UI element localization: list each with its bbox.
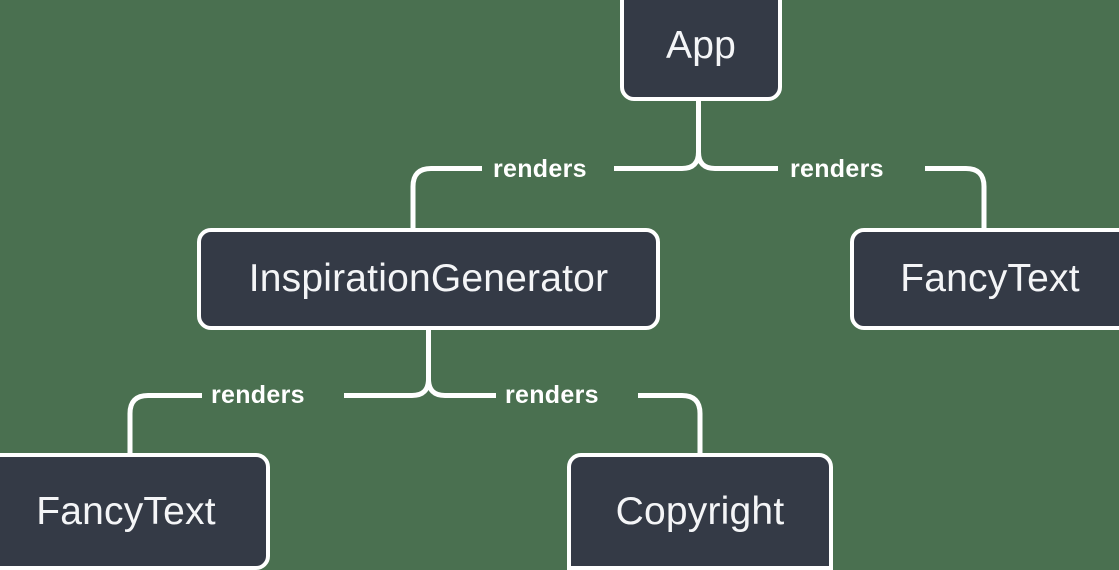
edge-label-inspiration-to-fancytext-left: renders xyxy=(211,381,305,409)
edge-label-app-to-fancytext-right: renders xyxy=(790,155,884,183)
node-inspiration-generator[interactable]: InspirationGenerator xyxy=(197,228,660,330)
connector-inspiration-to-copyright xyxy=(426,378,703,453)
node-fancytext-right[interactable]: FancyText xyxy=(850,228,1119,330)
node-copyright[interactable]: Copyright xyxy=(567,453,833,570)
node-app[interactable]: App xyxy=(620,0,782,101)
edge-label-inspiration-to-copyright: renders xyxy=(505,381,599,409)
edge-label-app-to-inspiration: renders xyxy=(493,155,587,183)
node-fancytext-left[interactable]: FancyText xyxy=(0,453,270,570)
connector-app-to-fancytext-right xyxy=(696,151,987,228)
